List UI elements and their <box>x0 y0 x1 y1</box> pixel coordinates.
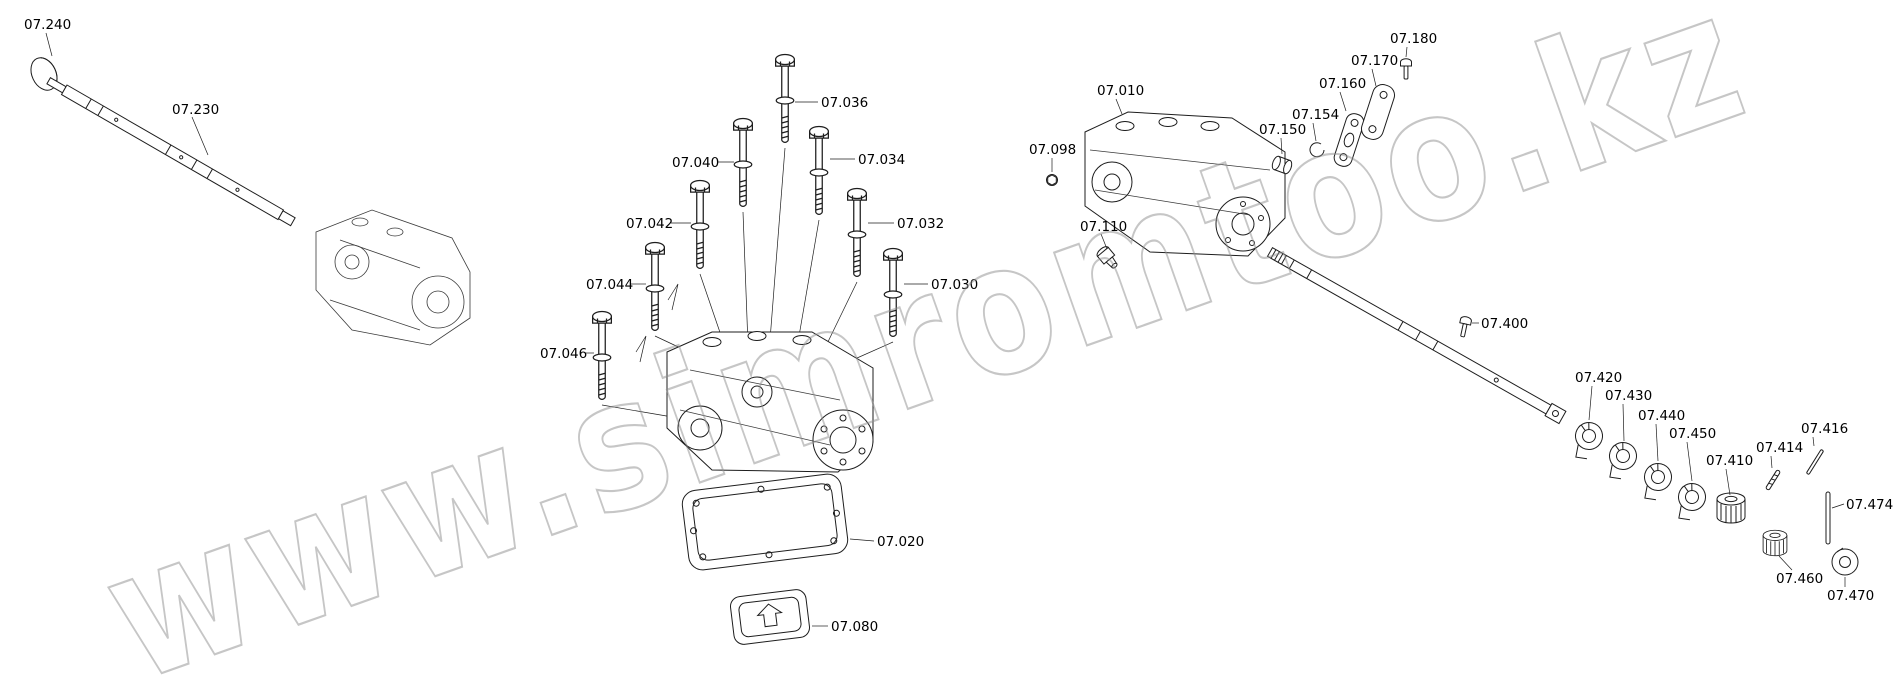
part-label-07-030: 07.030 <box>931 277 978 293</box>
part-label-07-042: 07.042 <box>626 216 673 232</box>
end-cover-drawing <box>1360 84 1396 140</box>
part-label-07-430: 07.430 <box>1605 388 1652 404</box>
bolt-drawing-07-040 <box>733 117 753 207</box>
collar-drawing-07-470 <box>1831 547 1859 576</box>
part-label-07-034: 07.034 <box>858 152 905 168</box>
plug-drawing <box>1046 174 1058 186</box>
part-label-07-440: 07.440 <box>1638 408 1685 424</box>
middle-assembly-drawing <box>592 53 903 645</box>
gearbox-sketch-drawing <box>315 209 471 346</box>
bolt-drawing-07-036 <box>775 53 795 143</box>
part-label-07-080: 07.080 <box>831 619 878 635</box>
bolt-drawing-07-032 <box>847 187 867 277</box>
part-label-07-036: 07.036 <box>821 95 868 111</box>
part-label-07-410: 07.410 <box>1706 453 1753 469</box>
part-label-07-040: 07.040 <box>672 155 719 171</box>
bolt-drawing-07-034 <box>809 125 829 215</box>
part-label-07-180: 07.180 <box>1390 31 1437 47</box>
part-label-07-470: 07.470 <box>1827 588 1874 604</box>
part-label-07-044: 07.044 <box>586 277 633 293</box>
bushing-drawing-07-460 <box>1762 529 1788 557</box>
input-shaft-drawing <box>46 77 296 227</box>
bolt-drawing-07-046 <box>592 310 612 400</box>
pin-drawing-07-414 <box>1765 469 1781 491</box>
part-label-07-474: 07.474 <box>1846 497 1893 513</box>
part-label-07-420: 07.420 <box>1575 370 1622 386</box>
part-label-07-400: 07.400 <box>1481 316 1528 332</box>
part-label-07-032: 07.032 <box>897 216 944 232</box>
fork-drawing-07-450 <box>1669 479 1712 524</box>
part-label-07-460: 07.460 <box>1776 571 1823 587</box>
part-label-07-450: 07.450 <box>1669 426 1716 442</box>
part-label-07-154: 07.154 <box>1292 107 1339 123</box>
left-assembly-drawing <box>30 57 471 346</box>
part-label-07-414: 07.414 <box>1756 440 1803 456</box>
bolt-drawing-07-044 <box>645 241 665 331</box>
housing-drawing <box>666 331 874 473</box>
valve-drawing <box>1096 246 1118 269</box>
pin-drawing-07-474 <box>1825 491 1831 545</box>
bolt-drawing-07-400 <box>1456 315 1473 339</box>
bolt-drawing-07-030 <box>883 247 903 337</box>
flange-gasket-drawing <box>1333 113 1365 167</box>
bushing-drawing <box>1271 155 1293 175</box>
sleeve-drawing-07-410 <box>1716 492 1746 524</box>
part-label-07-046: 07.046 <box>540 346 587 362</box>
part-label-07-416: 07.416 <box>1801 421 1848 437</box>
bolt-drawing-07-042 <box>690 179 710 269</box>
gasket-drawing <box>681 473 849 571</box>
part-label-07-170: 07.170 <box>1351 53 1398 69</box>
fork-drawing-07-420 <box>1566 418 1609 463</box>
pin-drawing-07-416 <box>1806 449 1824 475</box>
watermark-text: www.simromtoo.kz <box>81 0 1772 677</box>
bolt-guide-lines <box>601 147 894 421</box>
part-label-07-010: 07.010 <box>1097 83 1144 99</box>
fork-drawing-07-440 <box>1635 459 1678 504</box>
cover-plate-drawing <box>730 589 810 645</box>
fork-drawing-07-430 <box>1600 438 1643 483</box>
part-label-07-020: 07.020 <box>877 534 924 550</box>
right-assembly-drawing <box>1046 58 1859 576</box>
shift-shaft-drawing <box>1266 246 1567 425</box>
part-label-07-160: 07.160 <box>1319 76 1366 92</box>
ring-drawing <box>1309 142 1325 158</box>
part-label-07-240: 07.240 <box>24 17 71 33</box>
leader-lines <box>45 32 1846 627</box>
part-label-07-230: 07.230 <box>172 102 219 118</box>
part-labels: 07.240 07.230 07.036 07.040 07.034 07.04… <box>24 17 1893 635</box>
part-label-07-110: 07.110 <box>1080 219 1127 235</box>
part-label-07-150: 07.150 <box>1259 122 1306 138</box>
part-label-07-098: 07.098 <box>1029 142 1076 158</box>
main-housing-drawing <box>1084 111 1286 257</box>
bolt-drawing-07-180 <box>1400 58 1412 80</box>
